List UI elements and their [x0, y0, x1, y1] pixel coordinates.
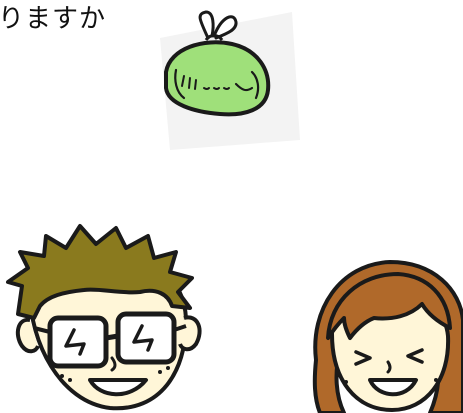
man-with-glasses-icon — [6, 224, 202, 411]
caption-text: りますか — [0, 4, 107, 34]
smiling-woman-icon — [312, 260, 463, 413]
green-coin-purse-icon — [160, 10, 300, 150]
